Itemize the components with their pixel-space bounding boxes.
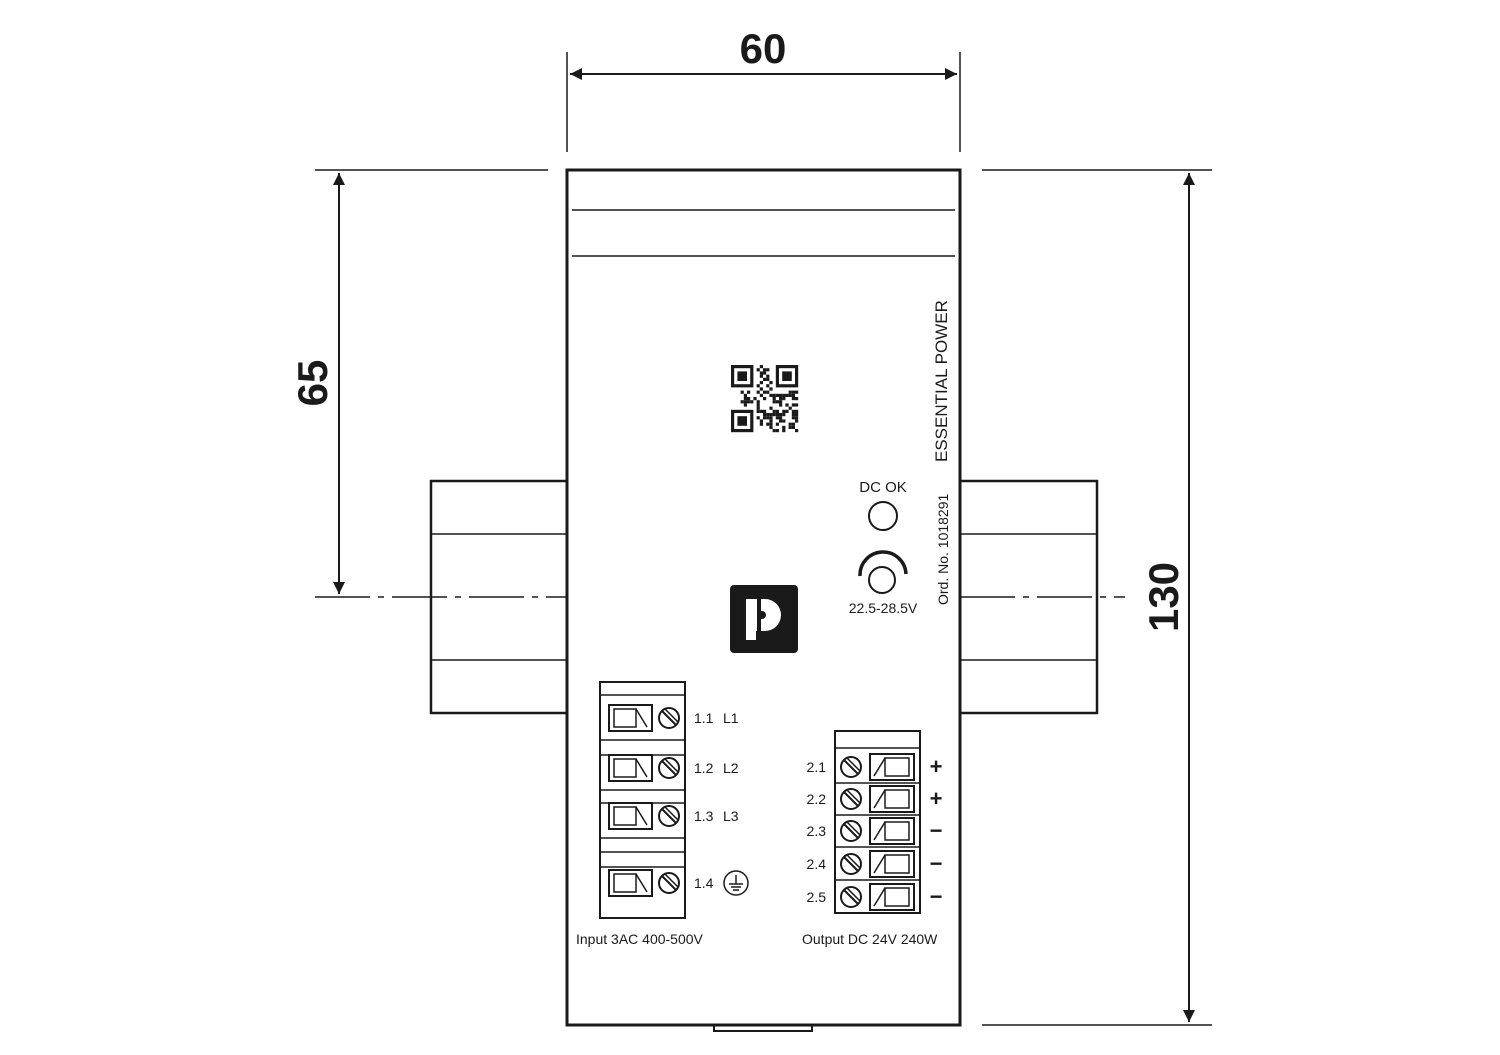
output-caption: Output DC 24V 240W xyxy=(802,931,938,947)
width-dimension: 60 xyxy=(566,25,961,152)
led-indicator-icon xyxy=(868,501,898,531)
series-label: ESSENTIAL POWER xyxy=(932,300,951,462)
dc-ok-label: DC OK xyxy=(859,479,907,496)
output-terminal-polarity: + xyxy=(930,786,943,811)
manufacturer-logo-icon xyxy=(730,585,798,653)
input-terminal[interactable]: 1.1 L1 xyxy=(608,704,739,732)
input-caption: Input 3AC 400-500V xyxy=(576,931,704,947)
input-terminal[interactable]: 1.3 L3 xyxy=(608,802,739,830)
input-terminal-id: 1.1 xyxy=(694,710,714,726)
input-terminal-id: 1.4 xyxy=(694,875,714,891)
adjust-range-label: 22.5-28.5V xyxy=(849,600,918,616)
output-terminal[interactable]: 2.2 + xyxy=(807,785,943,813)
output-terminal-polarity: − xyxy=(930,851,943,876)
rail-height-value: 65 xyxy=(289,360,336,407)
output-terminal-id: 2.5 xyxy=(807,889,827,905)
order-number-label: Ord. No. 1018291 xyxy=(935,493,951,605)
rail-clip-tab xyxy=(713,1025,813,1032)
output-terminal-block: 2.1 +2.2 +2.3 − 2.4 − 2.5 − xyxy=(807,730,943,914)
voltage-adjust-potentiometer[interactable] xyxy=(858,550,908,594)
input-terminal-block: 1.1 L1 1.2 L2 1.3 L3 1.4 xyxy=(599,681,749,919)
output-terminal-id: 2.4 xyxy=(807,856,827,872)
output-terminal[interactable]: 2.1 + xyxy=(807,753,943,781)
input-terminal-signal: L2 xyxy=(723,760,739,776)
width-value: 60 xyxy=(740,25,787,72)
output-terminal-polarity: + xyxy=(930,754,943,779)
output-terminal-polarity: − xyxy=(930,884,943,909)
input-terminal-id: 1.2 xyxy=(694,760,714,776)
total-height-value: 130 xyxy=(1140,562,1187,632)
qr-code-icon xyxy=(731,365,799,433)
total-height-dimension: 130 xyxy=(982,169,1212,1026)
protective-earth-icon xyxy=(723,870,749,896)
potentiometer-icon[interactable] xyxy=(868,566,896,594)
output-terminal[interactable]: 2.4 − xyxy=(807,850,943,878)
input-terminal-signal: L1 xyxy=(723,710,739,726)
potentiometer-arrow-icon xyxy=(858,550,908,577)
output-terminal-id: 2.1 xyxy=(807,759,827,775)
input-terminal[interactable]: 1.4 xyxy=(608,869,749,897)
output-terminal[interactable]: 2.5 − xyxy=(807,883,943,911)
rail-height-dimension: 65 xyxy=(289,169,548,594)
output-terminal-id: 2.2 xyxy=(807,791,827,807)
output-terminal[interactable]: 2.3 − xyxy=(807,817,943,845)
input-terminal[interactable]: 1.2 L2 xyxy=(608,754,739,782)
input-terminal-signal: L3 xyxy=(723,808,739,824)
input-terminal-id: 1.3 xyxy=(694,808,714,824)
output-terminal-polarity: − xyxy=(930,818,943,843)
output-terminal-id: 2.3 xyxy=(807,823,827,839)
